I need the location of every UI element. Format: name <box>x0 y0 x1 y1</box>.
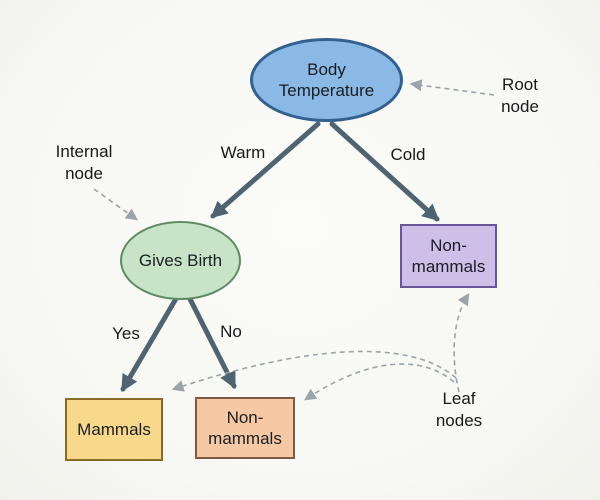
branch-yes-arrow <box>120 294 180 392</box>
annotation-internal-node: Internal node <box>55 141 113 183</box>
branch-label-warm: Warm <box>220 142 266 162</box>
node-gives-birth-label: Gives Birth <box>138 250 223 270</box>
annotation-leaf-nodes: Leaf nodes <box>435 388 483 430</box>
internal-note-pointer-arrow <box>93 188 138 221</box>
node-body-temperature-label: Body Temperature <box>278 59 375 100</box>
branch-label-cold: Cold <box>390 144 426 164</box>
branch-cold-arrow <box>329 121 440 222</box>
node-mammals-label: Mammals <box>77 419 151 439</box>
node-mammals: Mammals <box>65 398 163 461</box>
branch-label-yes: Yes <box>112 323 140 343</box>
node-body-temperature: Body Temperature <box>250 38 403 122</box>
branch-warm-arrow <box>210 121 321 219</box>
node-nonmammals-cold-label: Non- mammals <box>411 235 486 276</box>
node-nonmammals-cold: Non- mammals <box>400 224 497 288</box>
leaf-note-pointer-arrow-mammals <box>171 350 457 392</box>
node-nonmammals-no-label: Non- mammals <box>208 407 282 448</box>
node-nonmammals-no: Non- mammals <box>195 397 295 459</box>
root-note-pointer-arrow <box>409 79 495 96</box>
leaf-note-pointer-arrow-cold-leaf <box>453 292 470 393</box>
leaf-note-pointer-arrow-nonmammals <box>303 363 455 401</box>
branch-label-no: No <box>220 321 242 341</box>
annotation-root-node: Root node <box>501 74 539 116</box>
node-gives-birth: Gives Birth <box>120 221 241 300</box>
branch-no-arrow <box>186 294 237 390</box>
